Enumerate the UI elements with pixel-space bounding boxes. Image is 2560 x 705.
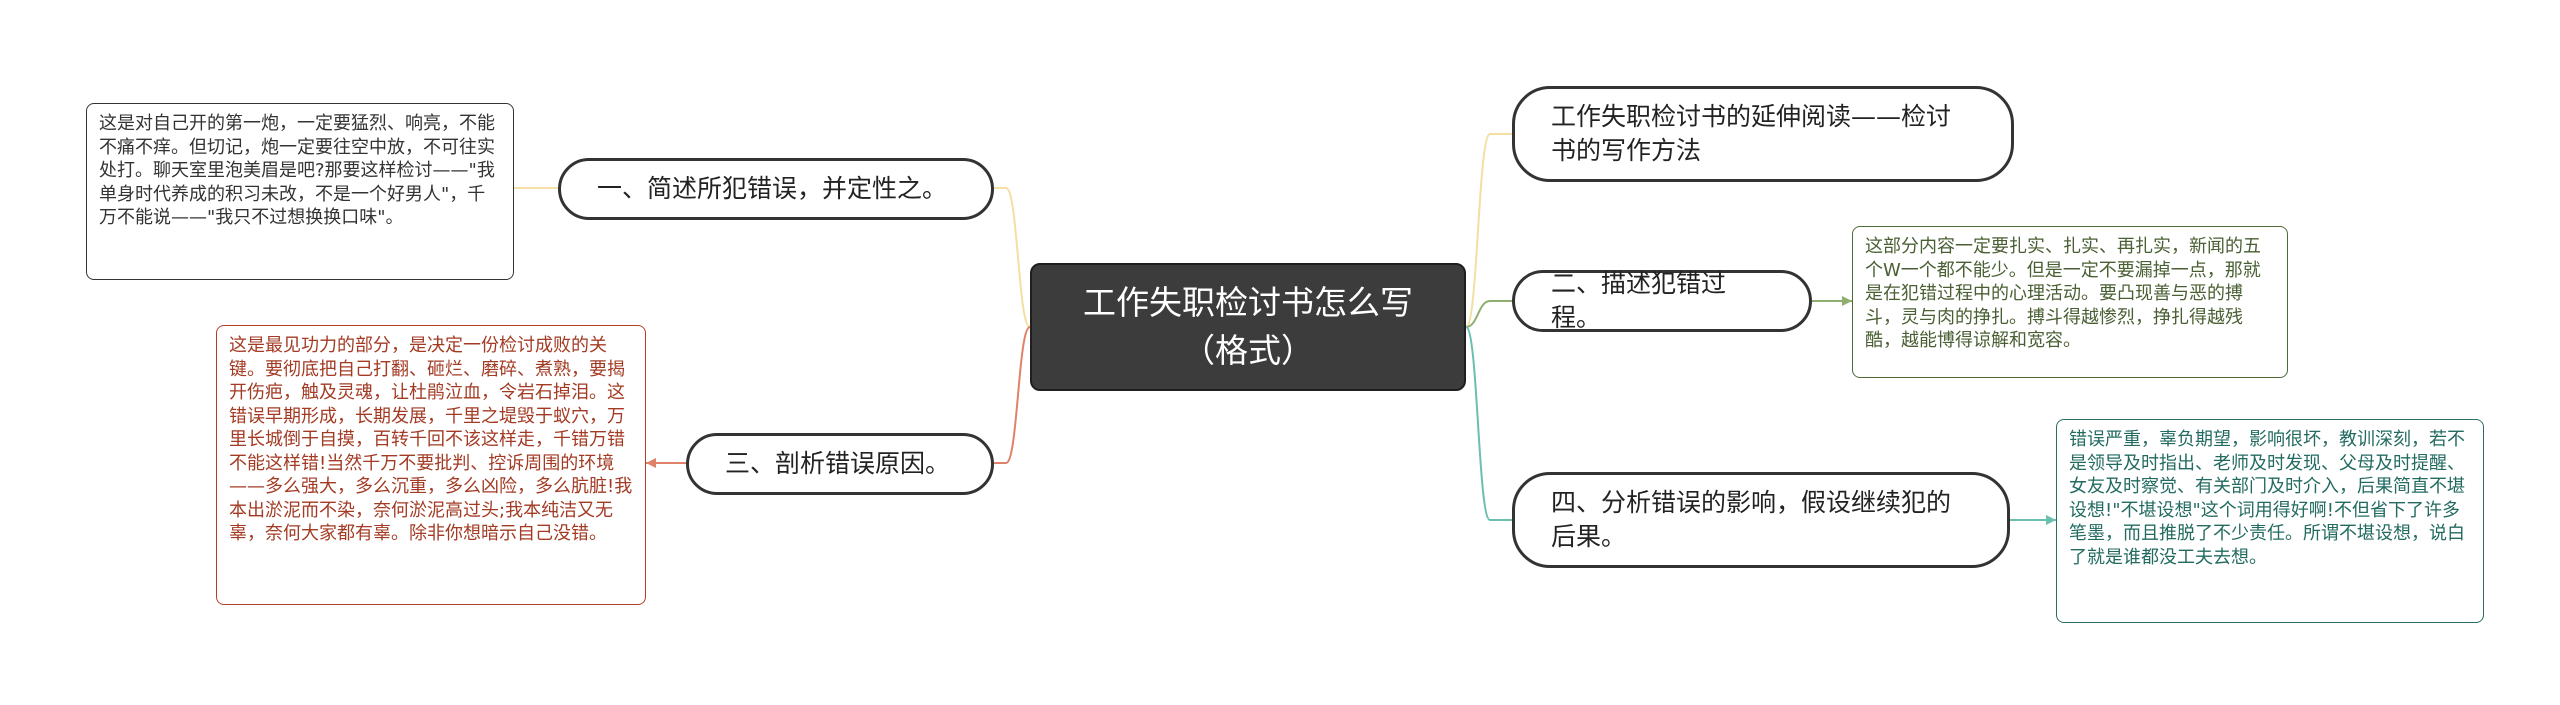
link-root-read xyxy=(1465,133,1512,328)
branch-further-reading[interactable]: 工作失职检讨书的延伸阅读——检讨书的写作方法 xyxy=(1512,86,2014,182)
leaf-b1: 这是对自己开的第一炮，一定要猛烈、响亮，不能不痛不痒。但切记，炮一定要往空中放，… xyxy=(86,103,514,280)
leaf-b2-text: 这部分内容一定要扎实、扎实、再扎实，新闻的五个W一个都不能少。但是一定不要漏掉一… xyxy=(1865,236,2261,351)
leaf-b3: 这是最见功力的部分，是决定一份检讨成败的关键。要彻底把自己打翻、砸烂、磨碎、煮熟… xyxy=(216,325,646,605)
branch-b3[interactable]: 三、剖析错误原因。 xyxy=(686,433,994,495)
leaf-b4: 错误严重，辜负期望，影响很坏，教训深刻，若不是领导及时指出、老师及时发现、父母及… xyxy=(2056,419,2484,623)
leaf-b3-text: 这是最见功力的部分，是决定一份检讨成败的关键。要彻底把自己打翻、砸烂、磨碎、煮熟… xyxy=(229,335,633,544)
branch-b4-label: 四、分析错误的影响，假设继续犯的后果。 xyxy=(1551,488,1952,551)
branch-further-reading-label: 工作失职检讨书的延伸阅读——检讨书的写作方法 xyxy=(1551,102,1952,165)
root-topic[interactable]: 工作失职检讨书怎么写（格式） xyxy=(1030,263,1466,391)
branch-b1[interactable]: 一、简述所犯错误，并定性之。 xyxy=(558,158,994,220)
branch-b4[interactable]: 四、分析错误的影响，假设继续犯的后果。 xyxy=(1512,472,2010,568)
leaf-b1-text: 这是对自己开的第一炮，一定要猛烈、响亮，不能不痛不痒。但切记，炮一定要往空中放，… xyxy=(99,113,495,228)
leaf-b4-text: 错误严重，辜负期望，影响很坏，教训深刻，若不是领导及时指出、老师及时发现、父母及… xyxy=(2069,429,2465,568)
leaf-b2: 这部分内容一定要扎实、扎实、再扎实，新闻的五个W一个都不能少。但是一定不要漏掉一… xyxy=(1852,226,2288,378)
root-topic-label: 工作失职检讨书怎么写（格式） xyxy=(1083,283,1413,370)
branch-b1-label: 一、简述所犯错误，并定性之。 xyxy=(597,174,948,203)
arrow-b2-leaf xyxy=(1842,296,1852,306)
arrow-b4-leaf xyxy=(2046,515,2056,525)
arrow-b3-leaf xyxy=(646,458,656,468)
link-root-b4 xyxy=(1465,326,1512,521)
link-root-b3 xyxy=(994,326,1031,464)
branch-b2[interactable]: 二、描述犯错过程。 xyxy=(1512,269,1812,332)
branch-b3-label: 三、剖析错误原因。 xyxy=(725,449,951,478)
link-root-b1 xyxy=(994,187,1031,328)
link-root-b2 xyxy=(1465,300,1512,328)
branch-b2-label: 二、描述犯错过程。 xyxy=(1551,269,1727,332)
